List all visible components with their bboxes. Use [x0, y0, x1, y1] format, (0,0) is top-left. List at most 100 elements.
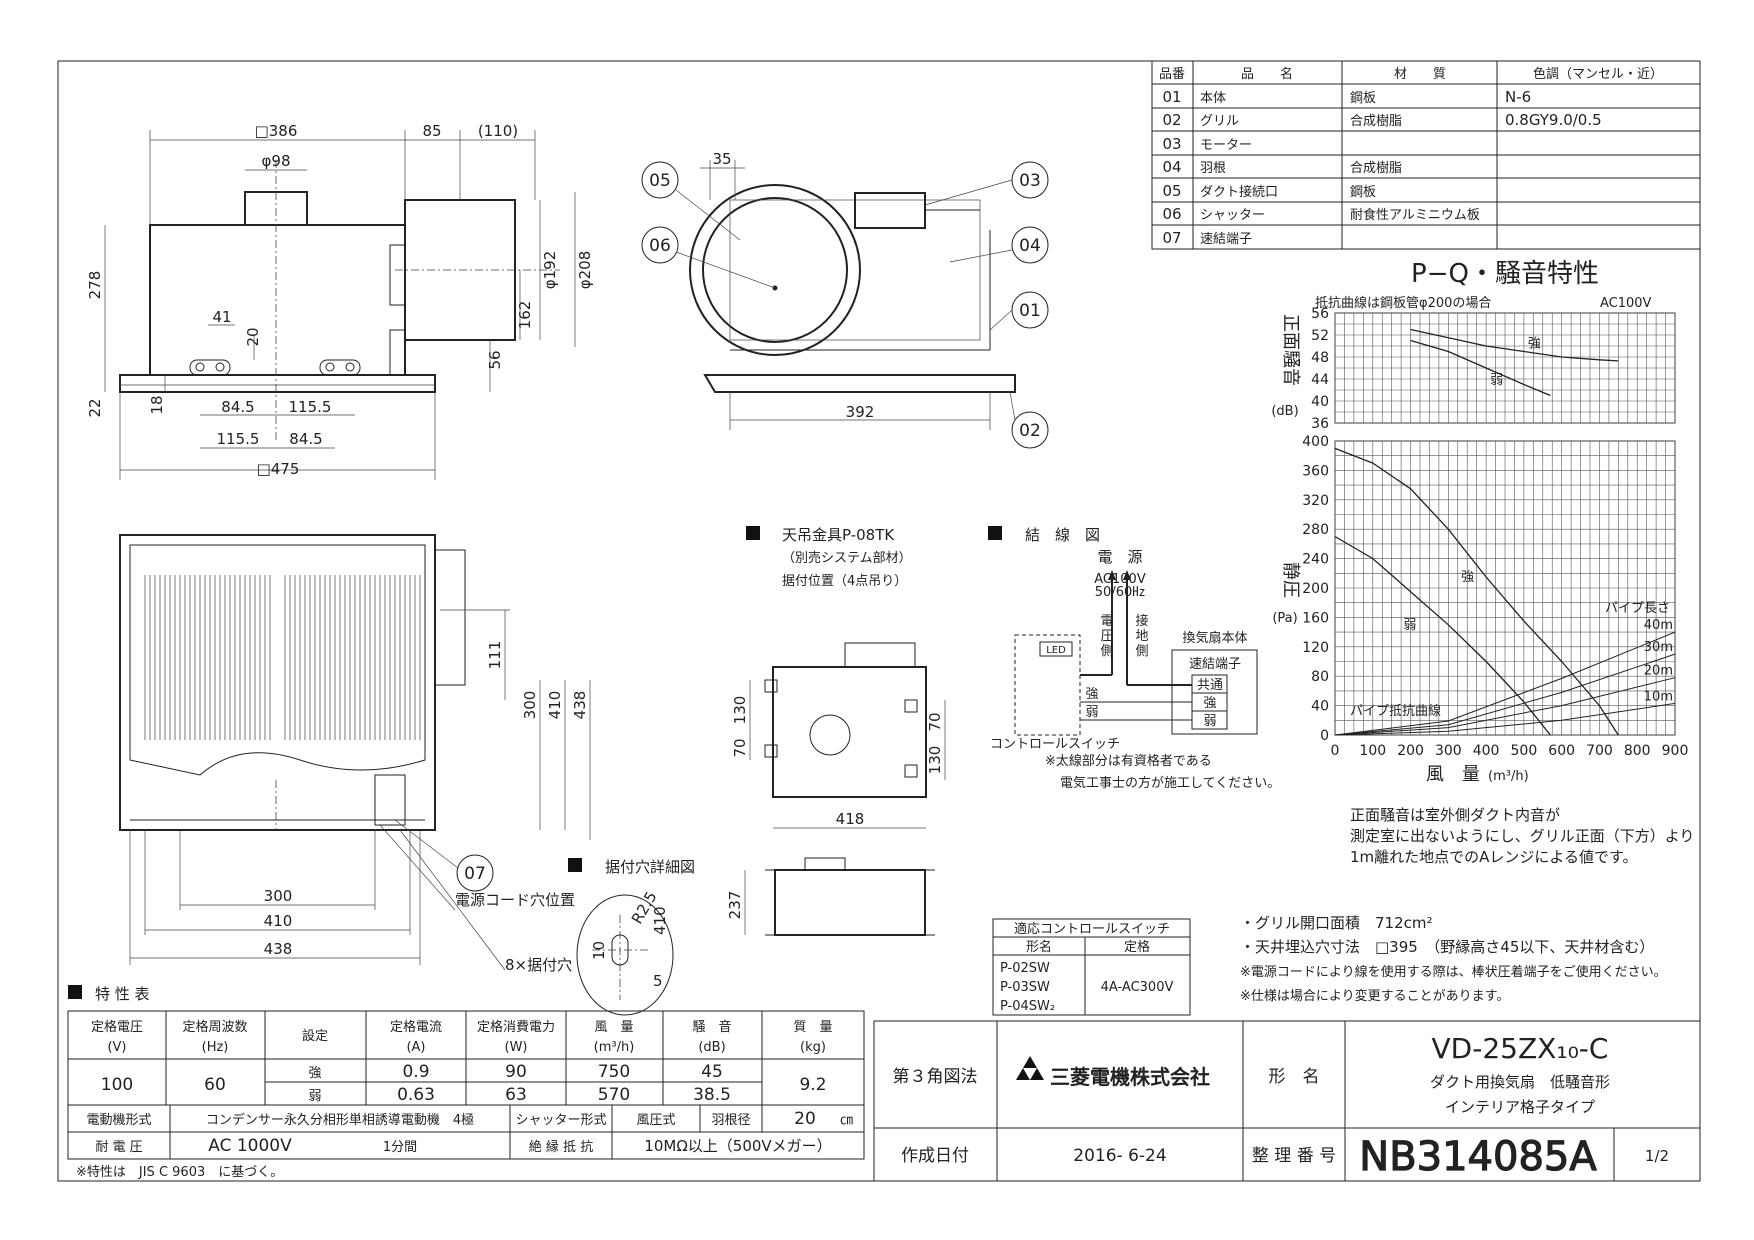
pq-xlabel: 風 量 [1426, 764, 1480, 785]
pq-ytick-label: 400 [1302, 434, 1329, 450]
pipe-curve-40m [1334, 631, 1676, 736]
noise-series-label: 弱 [1490, 373, 1503, 388]
table-row: 07 [1162, 229, 1181, 247]
spec-power: 63 [505, 1085, 527, 1105]
hanger-title: 天吊金具P-08TK [782, 526, 895, 544]
switch-model: P-04SW₂ [1000, 999, 1055, 1014]
title-block: 第３角図法 三菱電機株式会社 形 名 VD-25ZX₁₀-C ダクト用換気扇 低… [873, 1020, 1701, 1182]
spec-table-title: 特 性 表 [95, 985, 150, 1003]
spec-airflow: 570 [598, 1085, 630, 1105]
callout-05-label: 05 [649, 171, 671, 191]
pipe-length-tick: 30m [1644, 640, 1673, 655]
wiring-ac: AC100V [1094, 572, 1146, 587]
table-row: グリル [1200, 114, 1239, 129]
noise-ytick-label: 48 [1311, 350, 1329, 366]
dim-label: 85 [422, 122, 441, 140]
model-desc1: ダクト用換気扇 低騒音形 [1430, 1073, 1610, 1091]
pipe-resistance-label: パイプ抵抗曲線 [1350, 703, 1441, 719]
pq-xtick-label: 500 [1511, 743, 1538, 759]
wiring-hz: 50/60㎐ [1095, 585, 1145, 600]
switch-table: 適応コントロールスイッチ 形名 定格 P-02SW P-03SW P-04SW₂… [992, 918, 1191, 1016]
callout-06 [641, 226, 679, 264]
pq-series-label: 強 [1461, 570, 1474, 585]
chart-note-line: 正面騒音は室外側ダクト内音が [1350, 806, 1560, 824]
spec-frequency: 60 [204, 1075, 226, 1095]
parts-header-no: 品番 [1159, 67, 1185, 82]
pipe-length-label: パイプ長さ [1605, 601, 1670, 616]
dim-label: 70 [731, 738, 749, 757]
spec-header: (kg) [800, 1040, 826, 1055]
table-row: 01 [1162, 88, 1181, 106]
dim-label: 84.5 [221, 398, 254, 416]
dim-label: 41 [212, 308, 231, 326]
pq-ytick-label: 280 [1302, 522, 1329, 538]
spec-blade-value: 20 [794, 1109, 816, 1129]
dim-label: □386 [255, 122, 298, 140]
spec-header: 質 量 [793, 1020, 832, 1035]
dim-label: 115.5 [217, 430, 260, 448]
table-row: 本体 [1200, 91, 1226, 106]
dim-label: 18 [148, 395, 166, 414]
date-label: 作成日付 [901, 1146, 969, 1166]
pq-xtick-label: 400 [1473, 743, 1500, 759]
pq-ytick-label: 360 [1302, 463, 1329, 479]
dim-label: 20 [244, 327, 262, 346]
pq-curve-weak [1334, 535, 1551, 736]
table-row: 02 [1162, 111, 1181, 129]
callout-02 [1011, 411, 1049, 449]
spec-header: (W) [505, 1040, 528, 1055]
spec-note: ・天井埋込穴寸法 □395 （野縁高さ45以下、天井材含む） [1240, 938, 1654, 956]
wiring-fan-body: 換気扇本体 [1182, 630, 1247, 646]
wiring-common: 共通 [1197, 678, 1223, 693]
spec-note: ※電源コードにより線を使用する際は、棒状圧着端子をご使用ください。 [1240, 964, 1667, 980]
spec-shutter-value: 風圧式 [636, 1113, 675, 1128]
dim-label: φ192 [541, 251, 559, 290]
spec-noise: 38.5 [693, 1085, 731, 1105]
projection-label: 第３角図法 [893, 1067, 978, 1087]
wiring-strong: 強 [1203, 696, 1216, 711]
pipe-curve-10m [1334, 702, 1676, 736]
spec-power: 90 [505, 1062, 527, 1082]
hanger-sub2: 据付位置（4点吊り） [782, 574, 907, 589]
table-row: シャッター [1200, 208, 1265, 223]
dim-label: 130 [926, 746, 944, 775]
dim-label: □475 [257, 460, 300, 478]
spec-header: 騒 音 [692, 1019, 731, 1035]
pq-ytick-label: 120 [1302, 640, 1329, 656]
spec-voltage: 100 [101, 1075, 133, 1095]
spec-header: 定格消費電力 [477, 1019, 555, 1035]
spec-mass: 9.2 [799, 1075, 826, 1095]
wiring-ground-char: 接 [1135, 613, 1148, 629]
table-row: 合成樹脂 [1350, 161, 1402, 176]
table-row: 06 [1162, 205, 1181, 223]
pq-ytick-label: 200 [1302, 581, 1329, 597]
table-row: 鋼板 [1350, 185, 1376, 200]
wiring-switch-label: コントロールスイッチ [990, 737, 1120, 752]
wiring-strong-line: 強 [1085, 687, 1098, 702]
dim-label: 111 [486, 641, 504, 670]
dim-label: 130 [731, 696, 749, 725]
pq-xtick-label: 200 [1397, 743, 1424, 759]
table-row: モーター [1200, 138, 1252, 153]
table-row: 0.8GY9.0/0.5 [1505, 111, 1602, 129]
spec-header: 設定 [302, 1028, 328, 1044]
switch-table-col1: 形名 [1026, 939, 1052, 955]
wiring-power: 電 源 [1097, 548, 1142, 566]
spec-withstand-time: 1分間 [383, 1140, 417, 1155]
noise-curve-weak [1410, 339, 1551, 397]
pq-ytick-label: 40 [1311, 699, 1329, 715]
dim-label: 392 [846, 403, 875, 421]
table-row: 耐食性アルミニウム板 [1350, 207, 1480, 223]
dim-label: 410 [264, 912, 293, 930]
wiring-ground-char: 地 [1135, 629, 1148, 644]
hole-detail: 据付穴詳細図 R2.5 410 5 10 [568, 858, 695, 1016]
pq-xtick-label: 900 [1662, 743, 1689, 759]
pq-ytick-label: 240 [1302, 552, 1329, 568]
chart-supply: AC100V [1600, 296, 1652, 311]
spec-header: (A) [406, 1040, 425, 1055]
pq-xunit: (m³/h) [1488, 769, 1529, 784]
mount-holes-label: 8×据付穴 [505, 956, 572, 974]
pq-chart: P−Q・騒音特性 抵抗曲線は鋼板管φ200の場合 AC100V 強弱 36404… [1271, 259, 1688, 785]
